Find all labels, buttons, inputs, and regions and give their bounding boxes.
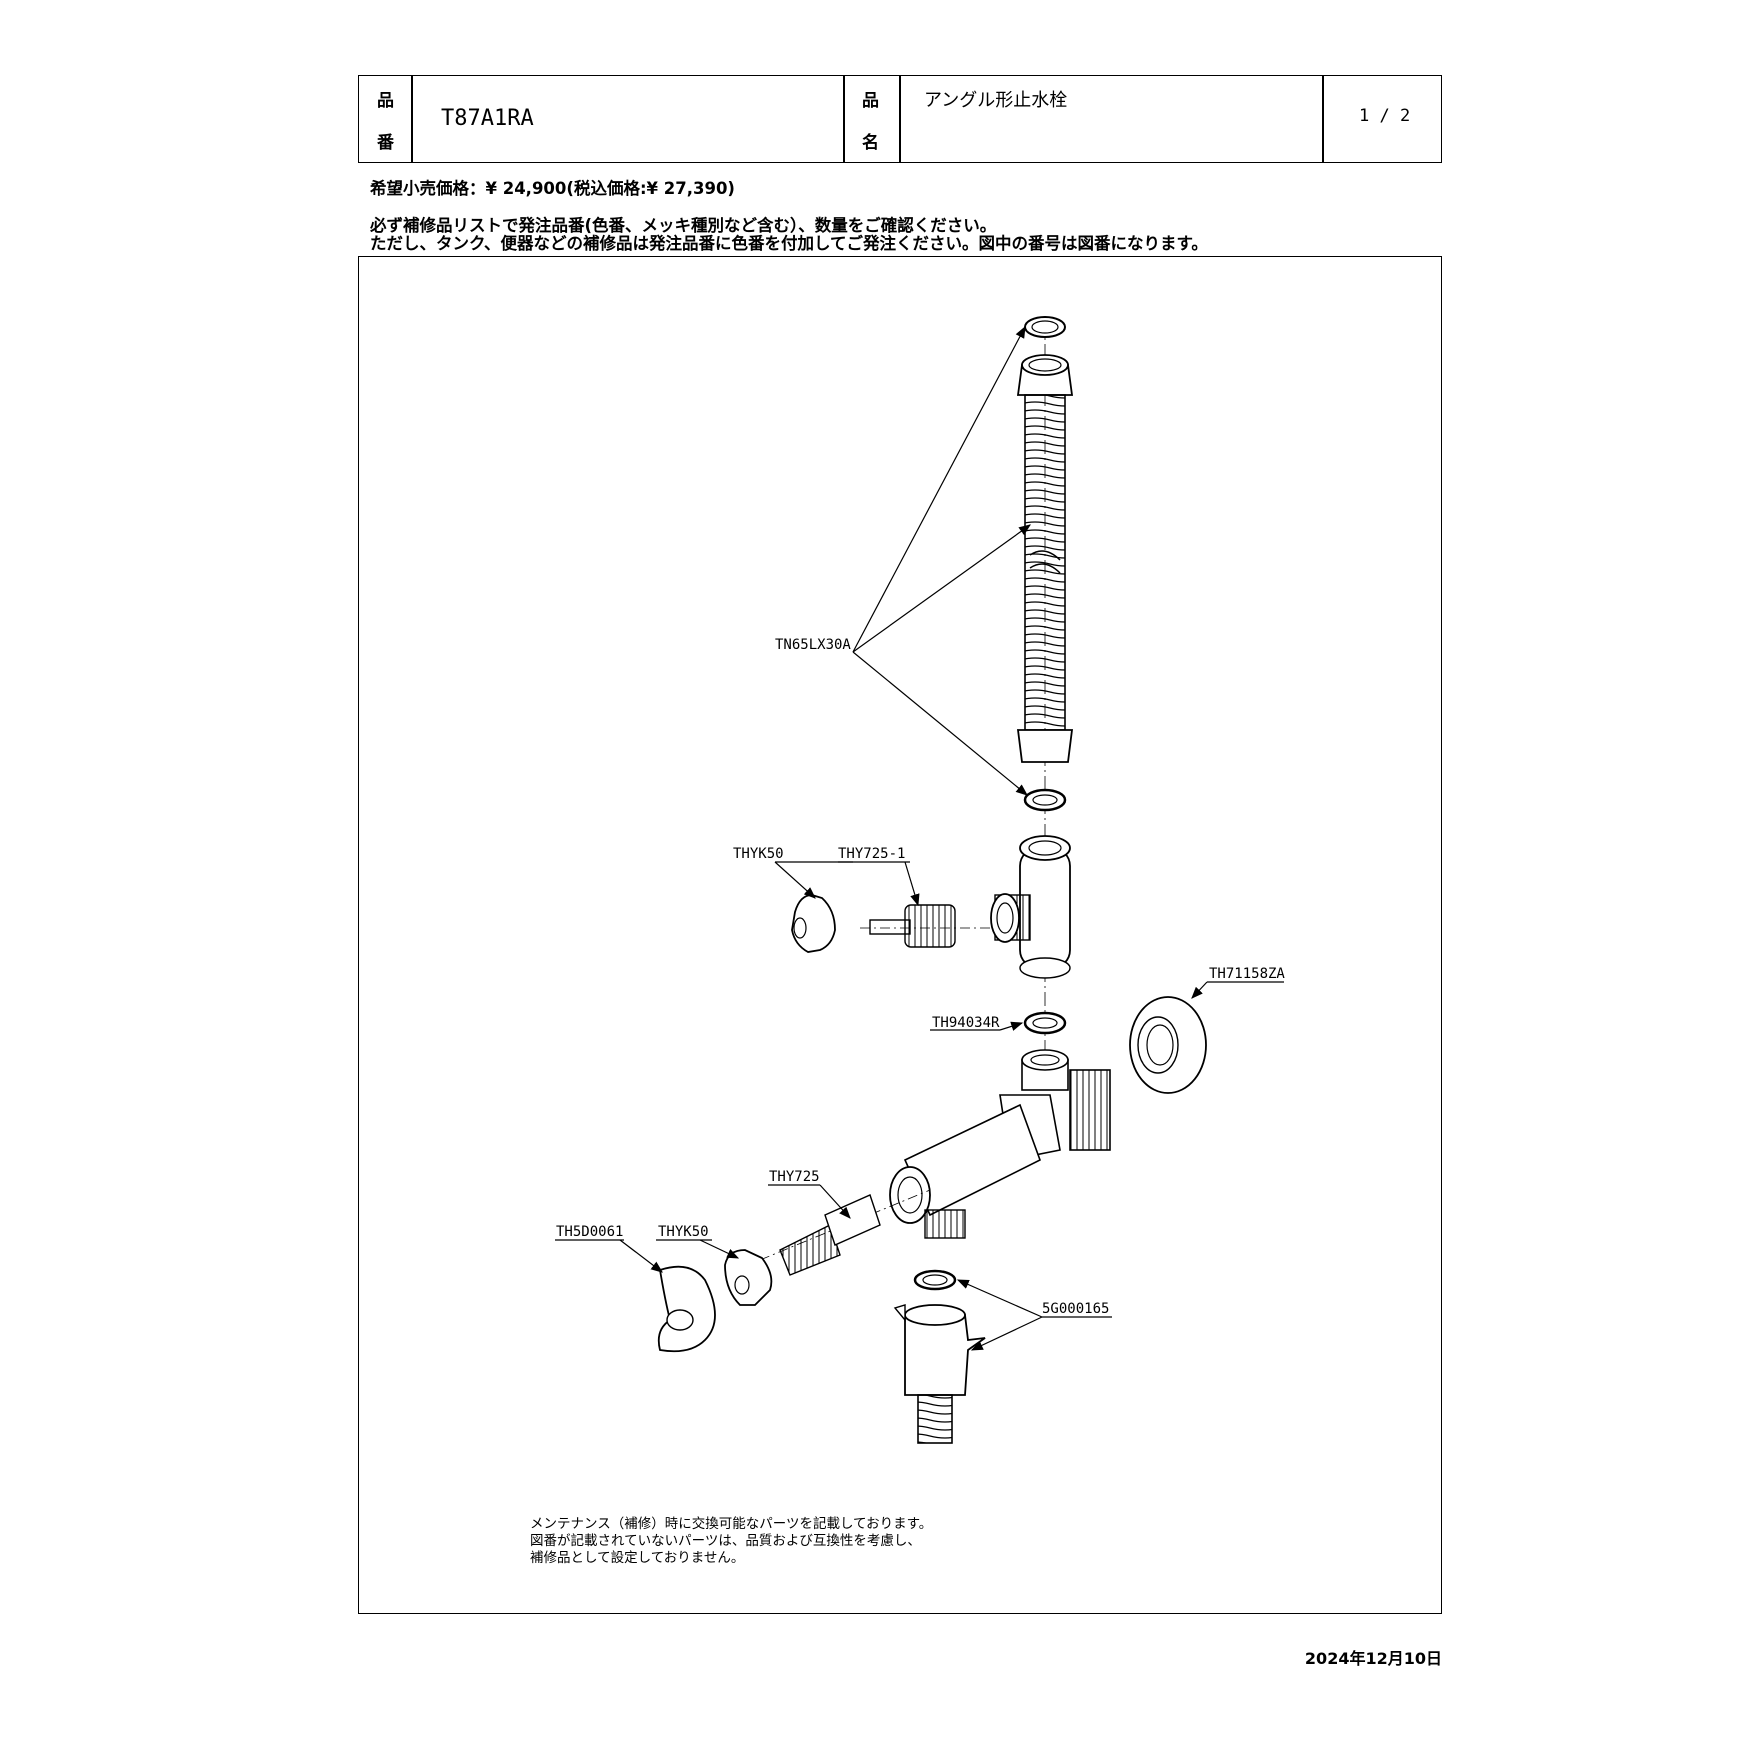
flexible-hose [1016, 354, 1074, 763]
packing-washer [1023, 1011, 1067, 1035]
part-no-label-bottom: 番 [377, 133, 394, 153]
divider [1322, 76, 1324, 162]
callout-spindle-lower: THY725 [769, 1169, 820, 1185]
divider [899, 76, 901, 162]
part-number: T87A1RA [441, 106, 534, 131]
note-line-2: 図番が記載されていないパーツは、品質および互換性を考慮し、 [530, 1533, 921, 1549]
header-table: 品 番 T87A1RA 品 名 アングル形止水栓 1 / 2 [358, 75, 1442, 163]
upper-cap [791, 894, 836, 953]
name-label-top: 品 [862, 91, 879, 111]
instruction-line-2: ただし、タンク、便器などの補修品は発注品番に色番を付加してご発注ください。図中の… [370, 234, 1208, 253]
wall-flange [1129, 996, 1207, 1094]
callout-spindle-upper: THY725-1 [838, 846, 905, 862]
drawing-frame [358, 256, 1442, 1614]
upper-spindle [860, 904, 990, 948]
divider [843, 76, 845, 162]
callout-cap-lower: THYK50 [658, 1224, 709, 1240]
issue-date: 2024年12月10日 [1304, 1649, 1442, 1668]
lower-spindle [759, 1189, 931, 1276]
top-washer [1024, 316, 1066, 338]
product-name: アングル形止水栓 [924, 90, 1068, 111]
handle [657, 1265, 716, 1353]
hose-washer [1023, 788, 1067, 812]
price-line: 希望小売価格：¥ 24,900(税込価格:¥ 27,390) [370, 179, 735, 198]
page-number: 1 / 2 [1359, 106, 1411, 126]
callout-hose: TN65LX30A [775, 637, 851, 653]
part-no-label-top: 品 [377, 91, 394, 111]
callout-adapter: 5G000165 [1042, 1301, 1109, 1317]
callout-cap-upper: THYK50 [733, 846, 784, 862]
note-line-1: メンテナンス（補修）時に交換可能なパーツを記載しております。 [530, 1516, 933, 1532]
name-label-bottom: 名 [862, 133, 879, 153]
note-line-3: 補修品として設定しておりません。 [530, 1550, 745, 1566]
callout-flange: TH71158ZA [1209, 966, 1285, 982]
hose-adapter [893, 1304, 986, 1444]
upper-tee-body [990, 835, 1071, 979]
adapter-washer [913, 1269, 957, 1291]
instruction-line-1: 必ず補修品リストで発注品番(色番、メッキ種別など含む）、数量をご確認ください。 [370, 216, 997, 235]
lower-valve-body [889, 1049, 1111, 1239]
lower-cap [724, 1249, 773, 1306]
callout-handle: TH5D0061 [556, 1224, 623, 1240]
callout-packing: TH94034R [932, 1015, 1000, 1031]
divider [411, 76, 413, 162]
